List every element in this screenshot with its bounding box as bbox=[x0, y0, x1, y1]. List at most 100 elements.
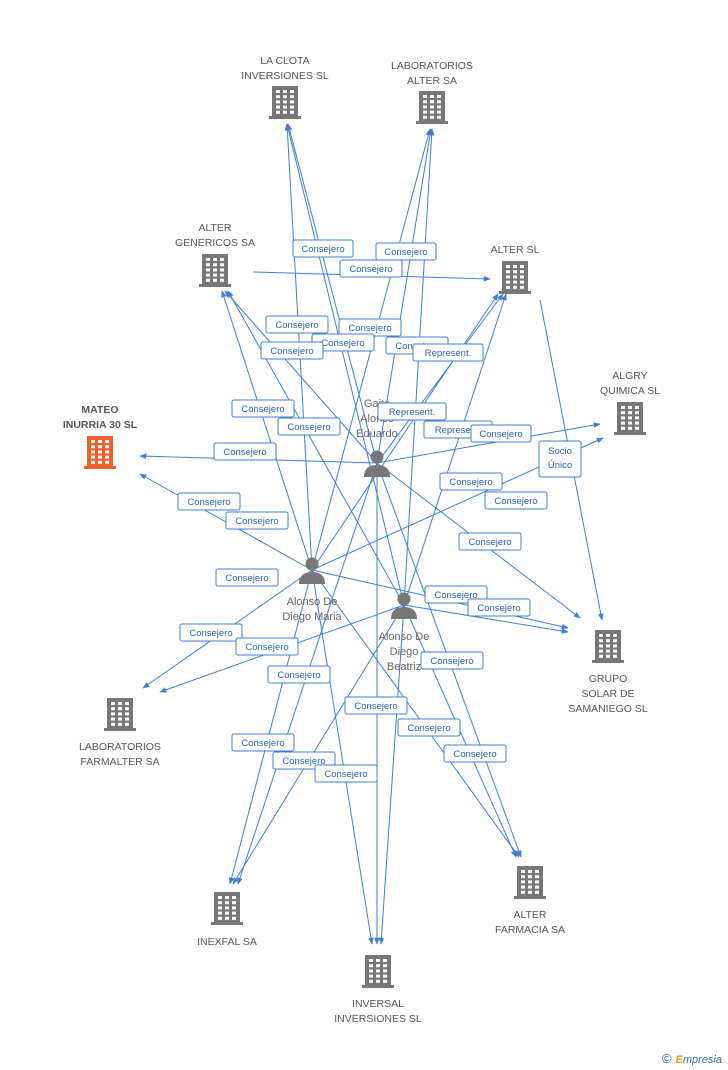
company-label: ALTER SA bbox=[407, 75, 457, 87]
brand-logo-letter: E bbox=[675, 1054, 683, 1066]
svg-text:Consejero: Consejero bbox=[301, 244, 344, 255]
svg-text:Consejero: Consejero bbox=[449, 477, 492, 488]
edge-label[interactable]: Consejero bbox=[231, 399, 295, 418]
svg-text:Consejero: Consejero bbox=[430, 656, 473, 667]
relation-edge bbox=[224, 290, 378, 464]
edge-label[interactable]: Consejero bbox=[215, 568, 279, 587]
edge-label[interactable]: Represent. bbox=[377, 402, 447, 421]
svg-text:Represent.: Represent. bbox=[435, 425, 481, 436]
company-label: LA CLOTA bbox=[260, 55, 309, 67]
edge-label[interactable]: Consejero bbox=[344, 696, 408, 715]
company-label: LABORATORIOS bbox=[391, 60, 473, 72]
company-label: SAMANIEGO SL bbox=[568, 703, 648, 715]
edge-label[interactable]: Consejero bbox=[277, 417, 341, 436]
svg-text:Consejero: Consejero bbox=[225, 573, 268, 584]
edge-label[interactable]: Consejero bbox=[265, 315, 329, 334]
person-label: Alonso De bbox=[287, 596, 338, 608]
company-label: INVERSIONES SL bbox=[241, 70, 329, 82]
svg-text:Consejero: Consejero bbox=[324, 769, 367, 780]
edge-label[interactable]: Consejero bbox=[470, 424, 532, 443]
edge-label[interactable]: Represent. bbox=[412, 343, 484, 362]
relation-edge bbox=[378, 604, 405, 945]
svg-text:Consejero: Consejero bbox=[384, 247, 427, 258]
relation-edge bbox=[376, 293, 504, 464]
svg-text:Consejero: Consejero bbox=[354, 701, 397, 712]
company-label: ALGRY bbox=[612, 370, 647, 382]
edge-label[interactable]: Consejero bbox=[458, 532, 522, 551]
company-node-alter-sl[interactable]: ALTER SL bbox=[491, 244, 540, 294]
svg-text:Consejero: Consejero bbox=[277, 670, 320, 681]
svg-text:Consejero: Consejero bbox=[287, 422, 330, 433]
edge-label[interactable]: Consejero bbox=[339, 259, 403, 278]
person-icon bbox=[299, 557, 325, 584]
company-node-lab-alter[interactable]: LABORATORIOS ALTER SA bbox=[391, 60, 473, 124]
edge-label[interactable]: Consejero bbox=[314, 764, 378, 783]
edge-label[interactable]: Consejero bbox=[484, 491, 548, 510]
person-label: Alonso De bbox=[379, 631, 430, 643]
svg-text:Consejero: Consejero bbox=[434, 590, 477, 601]
copyright-symbol: © bbox=[661, 1051, 672, 1066]
edge-label[interactable]: Consejero bbox=[439, 472, 503, 491]
building-icon bbox=[499, 261, 531, 294]
relation-edge bbox=[311, 569, 520, 858]
edge-label[interactable]: Consejero bbox=[225, 511, 289, 530]
relation-edge bbox=[311, 569, 374, 945]
building-icon bbox=[199, 254, 231, 287]
edge-label[interactable]: Consejero bbox=[231, 733, 295, 752]
edge-label[interactable]: Consejero bbox=[260, 341, 324, 360]
svg-text:Consejero: Consejero bbox=[235, 516, 278, 527]
nodes-layer: LA CLOTA INVERSIONES SL LABORATORIOS ALTER … bbox=[63, 55, 660, 1025]
svg-text:Consejero: Consejero bbox=[241, 738, 284, 749]
building-icon bbox=[211, 892, 243, 925]
relation-edge bbox=[228, 569, 313, 885]
edge-label[interactable]: Consejero bbox=[177, 492, 241, 511]
svg-text:Consejero: Consejero bbox=[477, 603, 520, 614]
svg-text:Consejero: Consejero bbox=[479, 429, 522, 440]
building-icon bbox=[514, 866, 546, 899]
edge-label[interactable]: Consejero bbox=[213, 442, 277, 461]
relation-edge bbox=[227, 290, 405, 606]
svg-text:Consejero: Consejero bbox=[348, 323, 391, 334]
company-node-inexfal[interactable]: INEXFAL SA bbox=[197, 892, 257, 948]
company-label: INEXFAL SA bbox=[197, 936, 257, 948]
footer-brand[interactable]: ©Empresia bbox=[662, 1051, 722, 1066]
edge-label[interactable]: Consejero bbox=[443, 744, 507, 763]
person-label: Diego bbox=[390, 646, 419, 658]
edge-label[interactable]: Consejero bbox=[338, 318, 402, 337]
svg-text:Consejero: Consejero bbox=[187, 497, 230, 508]
edge-label[interactable]: Consejero bbox=[179, 623, 243, 642]
company-label: ALTER bbox=[513, 909, 546, 921]
edge-label[interactable]: Consejero bbox=[420, 651, 484, 670]
svg-text:Consejero: Consejero bbox=[245, 642, 288, 653]
edge-label[interactable]: Consejero bbox=[292, 239, 354, 258]
company-label: INVERSIONES SL bbox=[334, 1013, 422, 1025]
company-label: ALTER SL bbox=[491, 244, 540, 256]
edge-label[interactable]: Consejero bbox=[267, 665, 331, 684]
edge-label[interactable]: Consejero bbox=[467, 598, 531, 617]
svg-text:Represent.: Represent. bbox=[425, 348, 471, 359]
relation-edge bbox=[285, 123, 405, 606]
building-icon bbox=[269, 86, 301, 119]
relation-edge bbox=[403, 604, 569, 634]
edge-label[interactable]: Consejero bbox=[397, 718, 461, 737]
edge-label[interactable]: Consejero bbox=[375, 242, 437, 261]
company-node-la-clota[interactable]: LA CLOTA INVERSIONES SL bbox=[241, 55, 329, 119]
company-label: MATEO bbox=[81, 404, 118, 416]
svg-text:Consejero: Consejero bbox=[349, 264, 392, 275]
svg-text:Único: Único bbox=[548, 460, 572, 471]
svg-text:Consejero: Consejero bbox=[321, 338, 364, 349]
edge-label[interactable]: Consejero bbox=[235, 637, 299, 656]
relation-edge bbox=[232, 604, 405, 885]
